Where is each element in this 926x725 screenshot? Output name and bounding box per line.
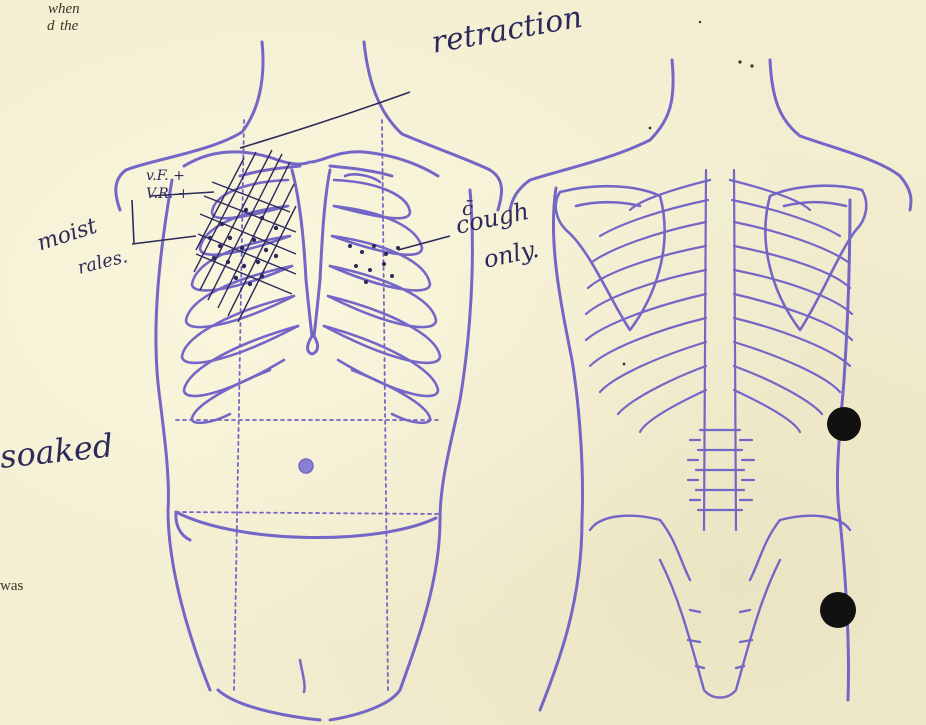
- front-torso-outline: [116, 42, 502, 720]
- front-clavicles: [184, 152, 438, 176]
- back-ribs: [586, 180, 852, 432]
- front-ribs-right: [324, 174, 440, 422]
- annotation-vf: v.F. +: [146, 168, 185, 184]
- back-pelvis: [590, 516, 850, 698]
- front-midline-mark: [300, 660, 305, 692]
- back-scapula-left: [556, 186, 665, 330]
- front-umbilicus: [299, 459, 313, 473]
- marker-dot-lower: [820, 592, 856, 628]
- annotation-vr: V.R. +: [146, 186, 189, 202]
- marker-dot-upper: [827, 407, 861, 441]
